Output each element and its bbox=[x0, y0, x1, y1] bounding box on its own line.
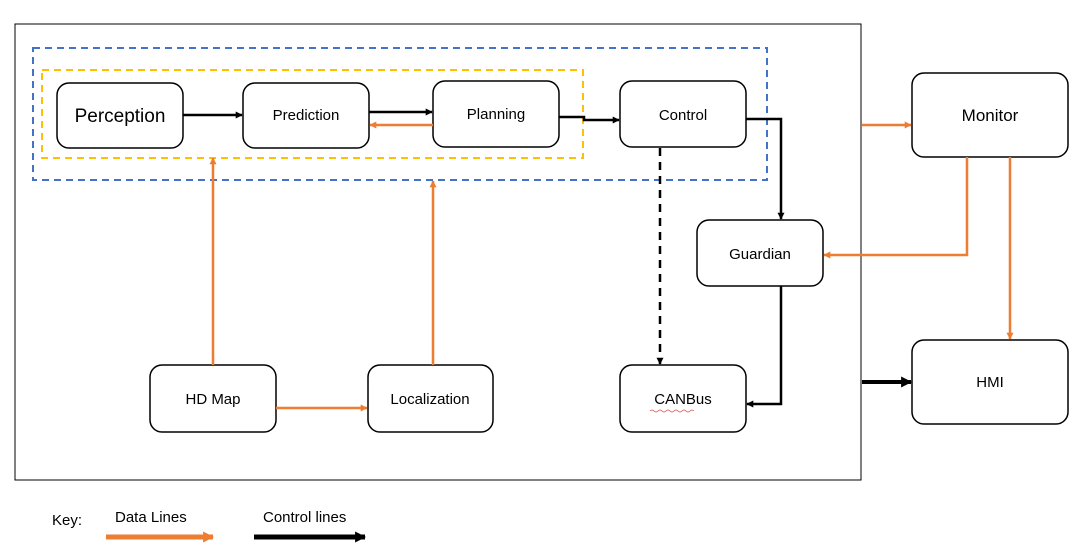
control-to-guardian-arrow bbox=[746, 117, 785, 220]
planning-node: Planning bbox=[432, 80, 560, 148]
legend: Key: Data Lines Control lines bbox=[52, 509, 367, 543]
control-node: Control bbox=[619, 80, 747, 148]
planning-to-control-arrow bbox=[559, 115, 620, 124]
planning-label: Planning bbox=[467, 106, 525, 123]
canbus-node: CANBus bbox=[619, 364, 747, 433]
legend-control-lines-label: Control lines bbox=[263, 509, 346, 526]
control-label: Control bbox=[659, 107, 707, 124]
prediction-label: Prediction bbox=[273, 107, 340, 124]
localization-node: Localization bbox=[367, 364, 494, 433]
spellcheck-underline bbox=[649, 409, 695, 413]
monitor-node: Monitor bbox=[911, 72, 1069, 158]
guardian-node: Guardian bbox=[696, 219, 824, 287]
prediction-node: Prediction bbox=[242, 82, 370, 149]
localization-label: Localization bbox=[390, 391, 469, 408]
hmi-node: HMI bbox=[911, 339, 1069, 425]
legend-data-lines-label: Data Lines bbox=[115, 509, 187, 526]
hd-map-node: HD Map bbox=[149, 364, 277, 433]
outer-group-border bbox=[32, 47, 768, 181]
guardian-to-canbus-arrow bbox=[746, 286, 783, 408]
hmi-label: HMI bbox=[976, 374, 1004, 391]
hd-map-label: HD Map bbox=[185, 391, 240, 408]
monitor-label: Monitor bbox=[962, 106, 1019, 125]
perception-label: Perception bbox=[75, 106, 166, 127]
canbus-label: CANBus bbox=[654, 391, 712, 408]
legend-key-label: Key: bbox=[52, 512, 82, 529]
guardian-label: Guardian bbox=[729, 246, 791, 263]
inner-group-border bbox=[41, 69, 584, 159]
perception-node: Perception bbox=[56, 82, 184, 149]
system-boundary bbox=[14, 23, 862, 481]
monitor-to-guardian-arrow bbox=[823, 157, 969, 259]
